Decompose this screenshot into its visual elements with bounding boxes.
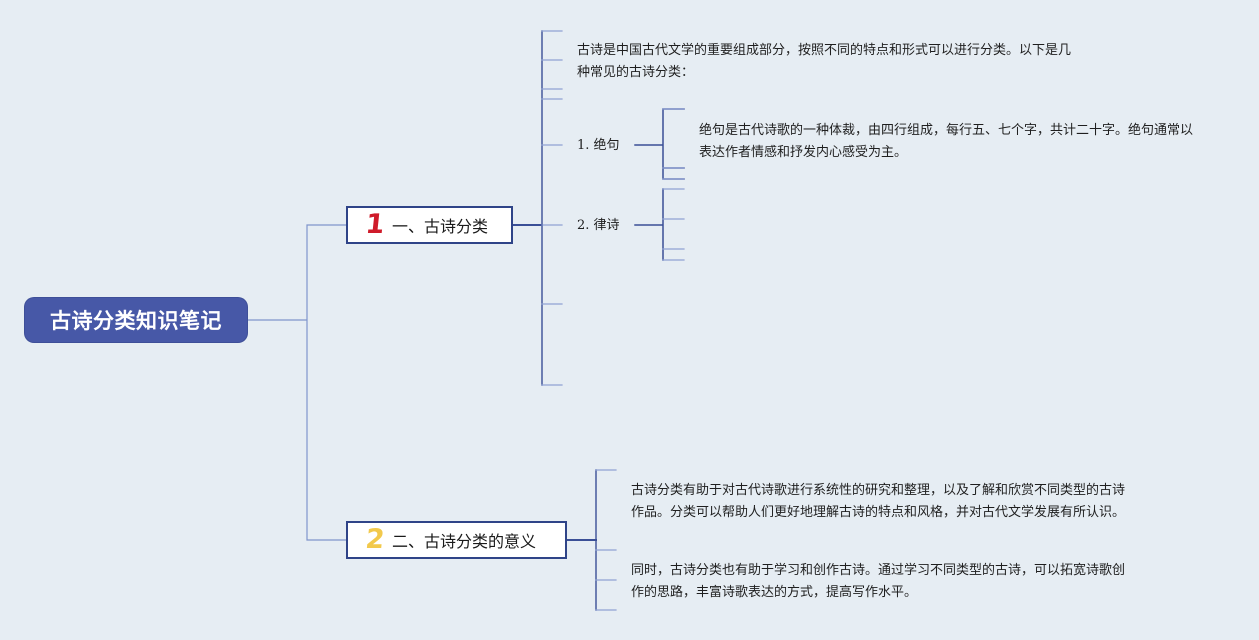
connector-sub2-ticks: [662, 188, 685, 261]
branch-topic-significance[interactable]: 2 二、古诗分类的意义: [346, 521, 567, 559]
connector-sub2: [634, 188, 664, 261]
branch-topic-label: 一、古诗分类: [392, 217, 489, 236]
subtopic-jueju[interactable]: 1. 绝句: [577, 138, 620, 153]
jueju-detail-text: 绝句是古代诗歌的一种体裁，由四行组成，每行五、七个字，共计二十字。绝句通常以表达…: [699, 123, 1194, 160]
branch-topic-label: 二、古诗分类的意义: [392, 532, 537, 551]
number-one-icon: 1: [364, 209, 387, 240]
connector-sub1-light: [662, 108, 685, 180]
significance-paragraph-2: 同时，古诗分类也有助于学习和创作古诗。通过学习不同类型的古诗，可以拓宽诗歌创作的…: [631, 563, 1126, 600]
subtopic-lvshi[interactable]: 2. 律诗: [577, 218, 620, 233]
significance-paragraph-1: 古诗分类有助于对古代诗歌进行系统性的研究和整理，以及了解和欣赏不同类型的古诗作品…: [631, 483, 1126, 520]
intro-text: 古诗是中国古代文学的重要组成部分，按照不同的特点和形式可以进行分类。以下是几种常…: [577, 43, 1072, 80]
root-topic-label: 古诗分类知识笔记: [50, 309, 222, 333]
connector-branch1-ticks: [541, 30, 563, 386]
number-two-icon: 2: [364, 524, 387, 555]
branch-topic-classification[interactable]: 1 一、古诗分类: [346, 206, 513, 244]
connector-branch2-ticks: [595, 469, 617, 611]
connector-root-to-branches: [246, 224, 347, 541]
root-topic[interactable]: 古诗分类知识笔记: [25, 298, 247, 342]
